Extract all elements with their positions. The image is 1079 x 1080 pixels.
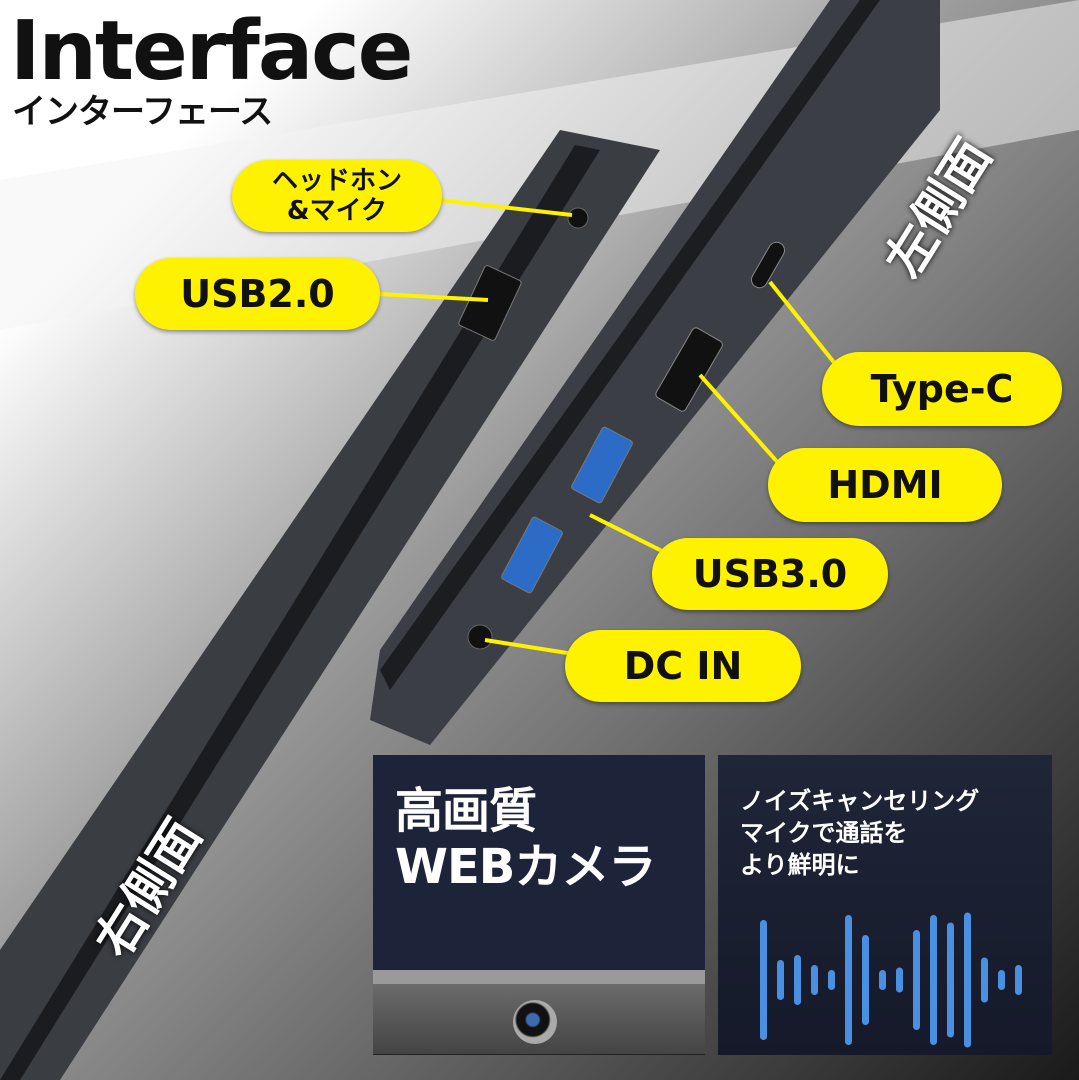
- mic-panel: ノイズキャンセリング マイクで通話を より鮮明に: [718, 755, 1052, 1055]
- page-subtitle: インターフェース: [12, 92, 273, 132]
- mic-text-line2: マイクで通話を: [740, 819, 908, 847]
- wave-bar: [828, 970, 835, 990]
- wave-bar: [998, 970, 1005, 990]
- callout-hdmi: HDMI: [768, 448, 1002, 522]
- wave-bar: [913, 930, 920, 1030]
- page-title: Interface: [10, 4, 413, 99]
- callout-usb3: USB3.0: [652, 538, 888, 610]
- wave-bar: [981, 957, 988, 1003]
- webcam-lens-icon: [513, 1000, 557, 1044]
- callout-headphone-mic: ヘッドホン &マイク: [232, 160, 442, 232]
- wave-bar: [811, 965, 818, 995]
- usb2-port: [458, 265, 522, 341]
- webcam-title-line1: 高画質: [395, 783, 537, 839]
- webcam-title-line2: WEBカメラ: [395, 839, 656, 895]
- wave-bar: [760, 920, 767, 1040]
- usb3-port-2: [501, 516, 563, 594]
- wave-bar: [794, 955, 801, 1005]
- audio-jack: [567, 207, 589, 229]
- dc-in-port: [467, 624, 493, 650]
- callout-usb2: USB2.0: [135, 258, 380, 330]
- wave-bar: [896, 967, 903, 993]
- wave-bar: [1015, 965, 1022, 995]
- wave-bar: [930, 915, 937, 1045]
- mic-text-line3: より鮮明に: [740, 851, 860, 879]
- callout-dc-in: DC IN: [565, 630, 801, 702]
- typec-port: [751, 241, 785, 289]
- wave-bar: [845, 915, 852, 1045]
- wave-bar: [777, 960, 784, 1000]
- sound-wave-icon: [760, 912, 1022, 1048]
- wave-bar: [964, 912, 971, 1048]
- callout-typec: Type-C: [822, 352, 1062, 426]
- usb3-port-1: [571, 426, 633, 504]
- wave-bar: [862, 935, 869, 1025]
- wave-bar: [879, 970, 886, 990]
- mic-text-line1: ノイズキャンセリング: [740, 787, 980, 815]
- wave-bar: [947, 922, 954, 1038]
